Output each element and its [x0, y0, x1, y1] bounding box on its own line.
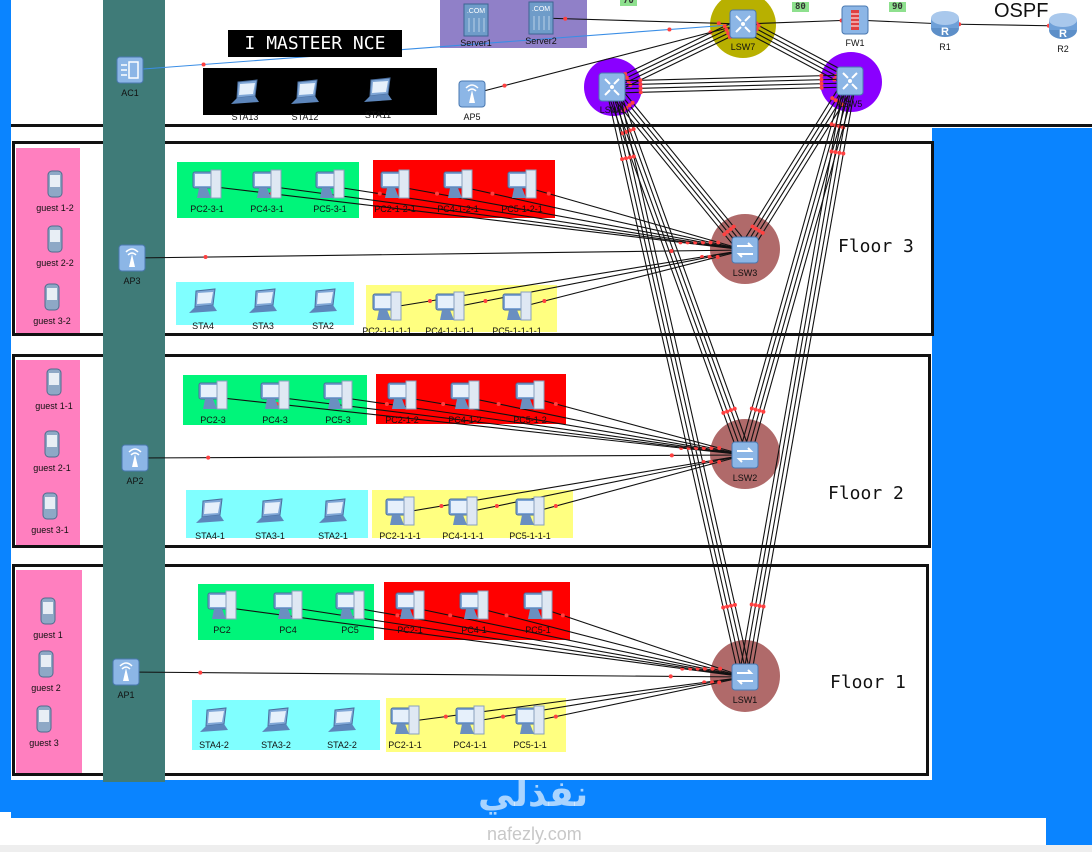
svg-text:R: R [941, 26, 949, 38]
port-dot [631, 127, 636, 132]
device-label: STA4-1 [195, 531, 225, 541]
device-label: AP5 [463, 112, 481, 122]
floor-3-label: Floor 3 [838, 236, 914, 257]
device-label: AP1 [117, 690, 135, 700]
device-label: R1 [939, 42, 951, 52]
device-label: PC5-1 [525, 625, 551, 635]
ospf-label: OSPF [994, 0, 1049, 22]
svg-text:.COM: .COM [532, 6, 550, 13]
device-label: LSW2 [732, 473, 758, 483]
link-lsw6-lsw5 [612, 86, 851, 94]
svg-text:.COM: .COM [467, 8, 485, 15]
device-label: guest 1-1 [35, 401, 73, 411]
left-blue-border [0, 0, 11, 812]
floor-2-label: Floor 2 [828, 483, 904, 504]
device-label: STA2 [312, 321, 334, 331]
teal-wireless-column [103, 0, 165, 782]
link-tag-70: 70 [620, 0, 637, 6]
device-label: PC2-1-2 [385, 415, 419, 425]
device-label: guest 3-2 [33, 316, 71, 326]
svg-text:R: R [1059, 28, 1067, 40]
device-label: STA11 [364, 110, 392, 120]
device-label: STA2-2 [327, 740, 357, 750]
device-label: FW1 [845, 38, 865, 48]
port-dot [620, 131, 625, 136]
device-label: AC1 [121, 88, 139, 98]
device-label: LSW6 [599, 105, 625, 115]
device-label: PC4-1-2 [448, 415, 482, 425]
device-label: STA3-1 [255, 531, 285, 541]
port-dot [624, 129, 629, 134]
link-lsw6-lsw5 [612, 82, 851, 90]
link-lsw6-lsw5 [611, 78, 850, 86]
right-blue-edge [1046, 128, 1092, 846]
device-label: PC2-1-1-1-1 [362, 326, 412, 336]
device-label: guest 3-1 [31, 525, 69, 535]
port-dot [667, 27, 672, 32]
device-label: STA3 [252, 321, 274, 331]
device-label: PC5 [341, 625, 359, 635]
top-area-border [11, 124, 1092, 127]
device-label: PC4-1-2-1 [437, 204, 479, 214]
device-label: STA13 [231, 112, 259, 122]
device-label: PC4-1-1-1-1 [425, 326, 475, 336]
device-label: PC5-1-2-1 [501, 204, 543, 214]
device-label: PC2 [213, 625, 231, 635]
port-dot [627, 128, 632, 133]
device-label: AP3 [123, 276, 141, 286]
device-label: PC2-1-1-1 [379, 531, 421, 541]
device-label: STA2-1 [318, 531, 348, 541]
device-label: STA4-2 [199, 740, 229, 750]
bottom-blue-band [11, 780, 932, 818]
device-label: LSW3 [732, 268, 758, 278]
port-dot [201, 62, 206, 67]
device-label: PC5-1-1 [513, 740, 547, 750]
device-label: PC5-1-2 [513, 415, 547, 425]
floor-1-label: Floor 1 [830, 672, 906, 693]
device-label: PC2-1 [397, 625, 423, 635]
device-label: PC2-3-1 [190, 204, 224, 214]
device-label: STA4 [192, 321, 214, 331]
device-label: guest 2-2 [36, 258, 74, 268]
device-label: PC4-3-1 [250, 204, 284, 214]
device-label: LSW5 [837, 99, 863, 109]
device-label: PC4 [279, 625, 297, 635]
device-label: PC4-1 [461, 625, 487, 635]
device-label: guest 2 [31, 683, 61, 693]
device-label: PC5-1-1-1 [509, 531, 551, 541]
link-lsw6-lsw5 [611, 74, 850, 82]
device-label: Server1 [460, 38, 492, 48]
link-tag-80: 80 [792, 2, 809, 12]
device-label: PC4-1-1 [453, 740, 487, 750]
bottom-gray-strip [0, 845, 1092, 852]
device-label: guest 3 [29, 738, 59, 748]
port-dot [502, 83, 507, 88]
device-label: PC5-3-1 [313, 204, 347, 214]
device-label: PC5-1-1-1-1 [492, 326, 542, 336]
device-label: PC4-1-1-1 [442, 531, 484, 541]
device-label: guest 1 [33, 630, 63, 640]
device-label: AP2 [126, 476, 144, 486]
right-blue-area [932, 128, 1046, 818]
device-label: PC2-1-1 [388, 740, 422, 750]
device-label: PC2-3 [200, 415, 226, 425]
device-label: LSW7 [730, 42, 756, 52]
device-label: STA3-2 [261, 740, 291, 750]
watermark-latin: nafezly.com [487, 824, 582, 844]
device-label: PC4-3 [262, 415, 288, 425]
device-label: Server2 [525, 36, 557, 46]
title-banner: I MASTEER NCE [228, 30, 402, 57]
device-label: PC2-1-2-1 [374, 204, 416, 214]
device-label: STA12 [291, 112, 319, 122]
device-label: LSW1 [732, 695, 758, 705]
link-tag-90: 90 [889, 2, 906, 12]
device-label: guest 1-2 [36, 203, 74, 213]
device-label: guest 2-1 [33, 463, 71, 473]
device-label: R2 [1057, 44, 1069, 54]
device-label: PC5-3 [325, 415, 351, 425]
watermark-arabic: نفذلي [478, 774, 589, 815]
link-r1-r2 [944, 23, 1064, 27]
